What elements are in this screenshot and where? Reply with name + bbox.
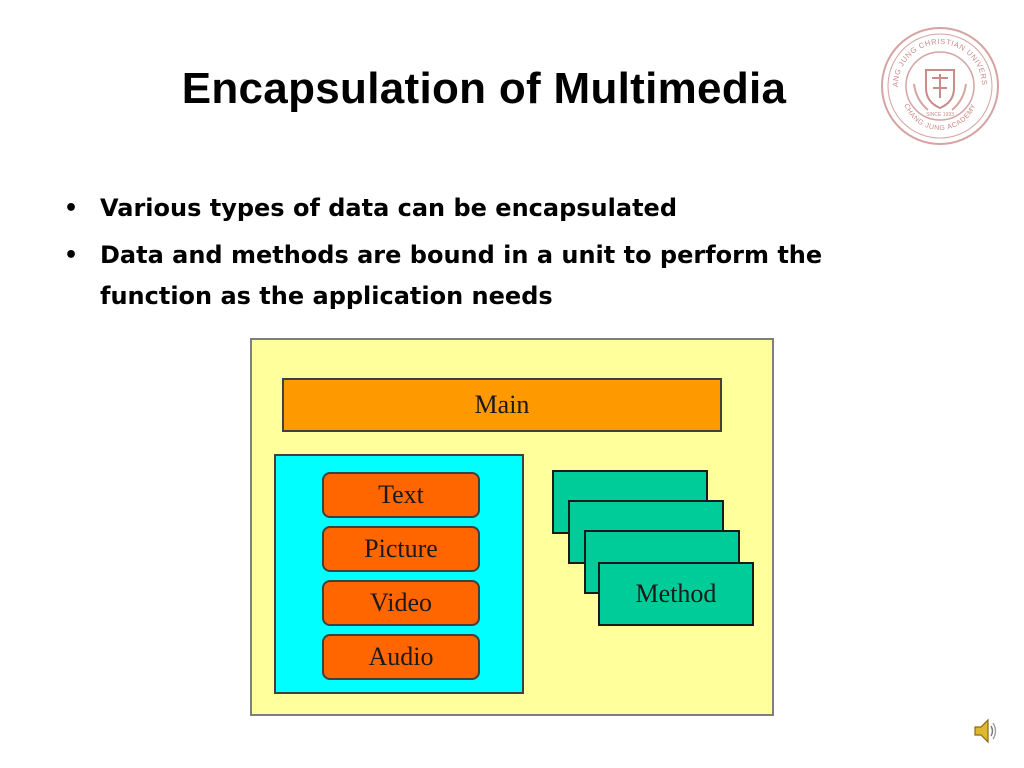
- bullet-list: • Various types of data can be encapsula…: [64, 188, 884, 323]
- data-item-text: Text: [322, 472, 480, 518]
- data-item-audio: Audio: [322, 634, 480, 680]
- bullet-text: Data and methods are bound in a unit to …: [100, 241, 823, 310]
- data-item-picture: Picture: [322, 526, 480, 572]
- method-card: Method: [598, 562, 754, 626]
- data-item-video: Video: [322, 580, 480, 626]
- slide-title: Encapsulation of Multimedia: [181, 64, 787, 113]
- bullet-dot: •: [64, 243, 79, 268]
- bullet-item: • Data and methods are bound in a unit t…: [64, 235, 884, 317]
- bullet-text: Various types of data can be encapsulate…: [100, 194, 677, 222]
- main-box: Main: [282, 378, 722, 432]
- encapsulation-diagram: Main Text Picture Video Audio Method: [250, 338, 774, 716]
- bullet-dot: •: [64, 196, 79, 221]
- seal-since-text: SINCE 1993: [926, 112, 954, 118]
- data-panel: Text Picture Video Audio: [274, 454, 524, 694]
- university-seal-logo: CHANG JUNG CHRISTIAN UNIVERSITY CHANG JU…: [880, 26, 999, 145]
- speaker-icon[interactable]: [972, 716, 998, 746]
- bullet-item: • Various types of data can be encapsula…: [64, 188, 884, 229]
